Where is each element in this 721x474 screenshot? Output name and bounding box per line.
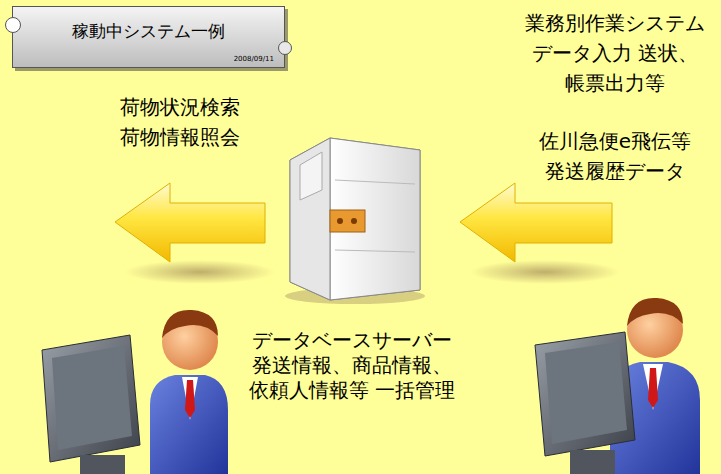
operator-icon — [535, 298, 700, 474]
operator-icon — [42, 310, 228, 474]
server-icon — [285, 138, 425, 304]
title-box: 稼動中システム一例 2008/09/11 — [12, 6, 285, 68]
scroll-circle — [278, 41, 292, 55]
annotation-text: 荷物状況検索 荷物情報照会 — [105, 92, 255, 152]
annotation-text: 業務別作業システム データ入力 送状、帳票出力等 — [515, 8, 715, 98]
annotation-text: データベースサーバー 発送情報、商品情報、依頼人情報等 一括管理 — [246, 328, 458, 403]
flow-arrow — [115, 183, 265, 262]
date-text: 2008/09/11 — [234, 55, 274, 64]
flow-arrow — [460, 183, 612, 262]
title-text: 稼動中システム一例 — [13, 20, 284, 42]
arrow-shadow — [470, 260, 620, 284]
annotation-text: 佐川急便e飛伝等 発送履歴データ — [525, 126, 705, 186]
scroll-circle — [5, 17, 21, 33]
arrow-shadow — [125, 260, 275, 284]
